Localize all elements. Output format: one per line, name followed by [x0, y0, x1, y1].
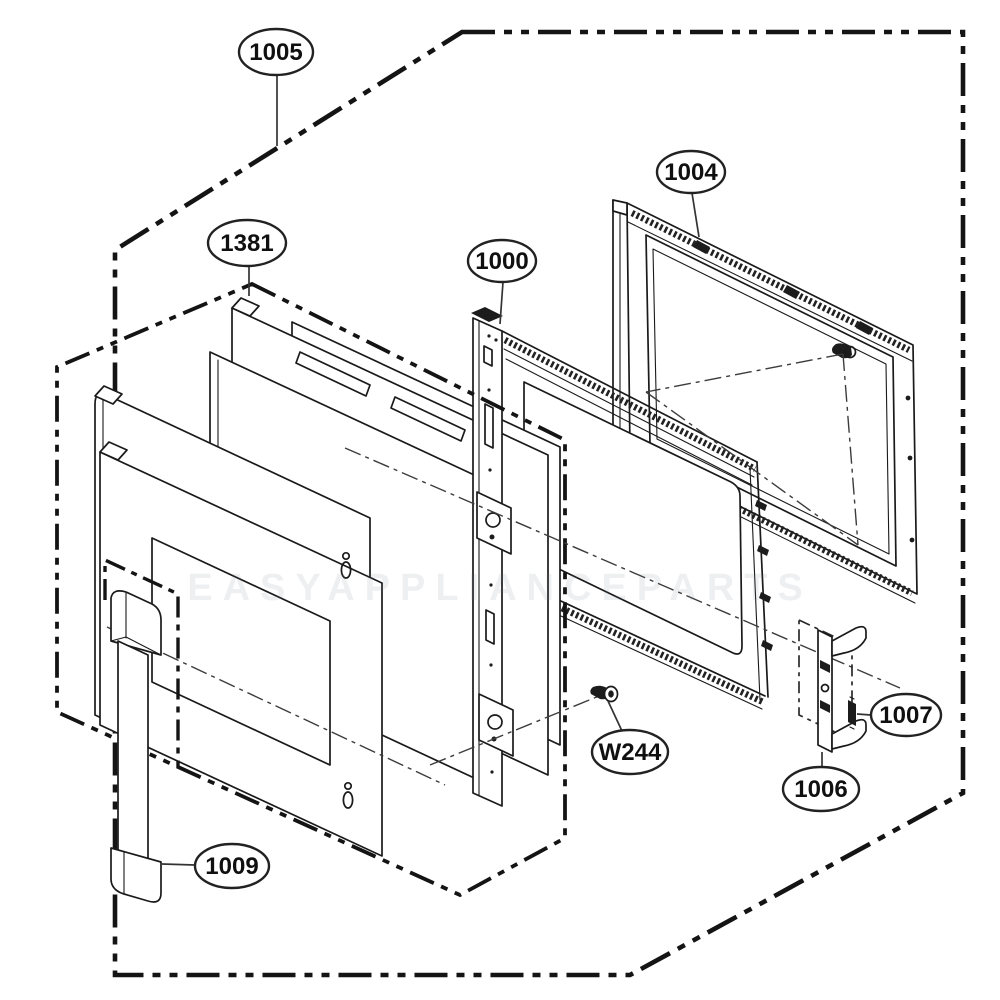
callout-label-1006: 1006 — [794, 776, 847, 803]
callout-1007[interactable]: 1007 — [856, 692, 943, 738]
callout-bubble-1004[interactable] — [655, 149, 727, 195]
callout-bubble-1006[interactable] — [781, 765, 861, 813]
callout-bubble-1000[interactable] — [466, 238, 538, 284]
part-glass-frame-1004 — [612, 199, 918, 604]
callout-bubble-1381[interactable] — [206, 218, 288, 268]
assembly-boundary-outline — [112, 29, 966, 978]
callout-1006[interactable]: 1006 — [781, 752, 861, 813]
watermark: EASYAPPLIANCEPARTS — [187, 567, 813, 609]
part-handle-1009 — [110, 590, 162, 903]
callout-1000[interactable]: 1000 — [466, 238, 538, 325]
callout-1004[interactable]: 1004 — [655, 149, 727, 238]
callout-label-w244: W244 — [599, 739, 662, 766]
panel-group-boundary-outline — [55, 281, 567, 898]
callout-leader-1007 — [856, 713, 872, 716]
callout-w244[interactable]: W244 — [590, 700, 670, 776]
callout-1381[interactable]: 1381 — [206, 218, 288, 296]
callout-bubble-1005[interactable] — [237, 27, 315, 77]
callout-label-1381: 1381 — [220, 230, 273, 257]
part-door-front-panel — [99, 441, 383, 857]
assembly-axis-lines — [106, 353, 901, 786]
callout-label-1005: 1005 — [249, 39, 302, 66]
callout-leader-1000 — [499, 281, 504, 325]
callout-leader-1004 — [691, 192, 700, 238]
callout-leader-1009 — [161, 863, 196, 866]
callout-bubble-1009[interactable] — [193, 842, 271, 890]
latch-boundary-outline — [798, 618, 853, 742]
callout-1005[interactable]: 1005 — [237, 27, 315, 146]
part-latch-spring-1007 — [848, 696, 856, 730]
part-latch-1006 — [817, 625, 867, 753]
callout-1009[interactable]: 1009 — [161, 842, 271, 890]
callout-label-1000: 1000 — [475, 248, 528, 275]
callout-label-1004: 1004 — [664, 159, 718, 186]
part-door-frame-1000 — [501, 330, 773, 710]
callout-bubble-w244[interactable] — [590, 728, 670, 776]
callout-label-1009: 1009 — [205, 853, 258, 880]
callout-leader-w244 — [607, 700, 623, 732]
callout-bubble-1007[interactable] — [869, 692, 943, 738]
door-frame-hinge-channel — [471, 307, 514, 807]
part-screw-w244 — [590, 685, 619, 703]
callout-label-1007: 1007 — [879, 702, 932, 729]
